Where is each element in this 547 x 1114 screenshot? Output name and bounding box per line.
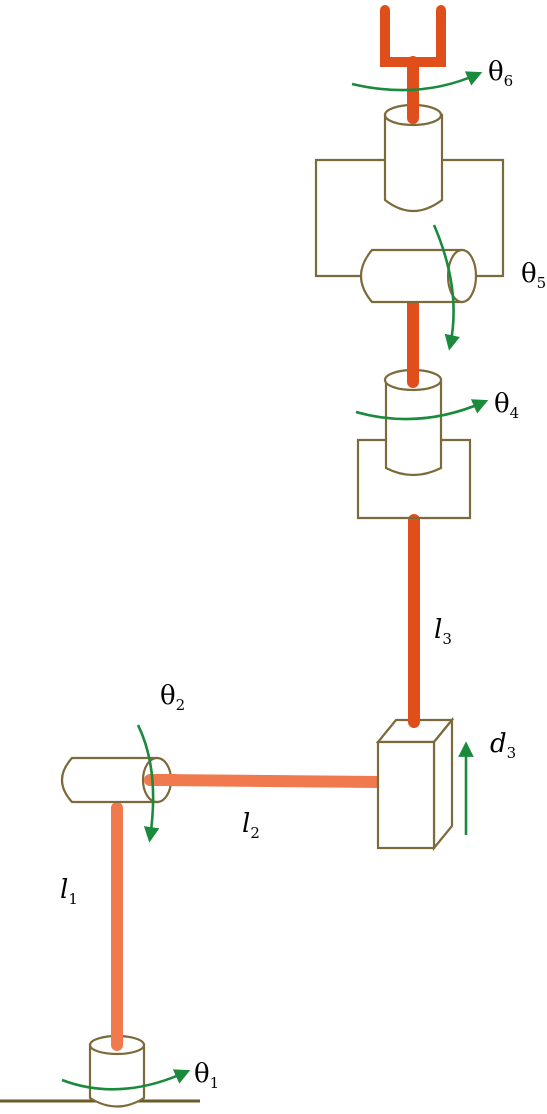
theta1-arrow (61, 1069, 191, 1091)
gripper (380, 5, 446, 67)
wrist-joint-6 (383, 56, 444, 212)
theta5-label: θ5 (521, 259, 546, 292)
theta2-arrow (136, 724, 160, 843)
l2-label: l2 (242, 809, 260, 842)
theta5-arrow (432, 224, 460, 351)
l1-label: l1 (60, 875, 78, 908)
d3-label: d3 (490, 729, 516, 762)
wrist-joint-5 (314, 158, 505, 304)
base-joint (88, 999, 146, 1108)
theta2-label: θ2 (160, 681, 185, 714)
theta4-arrow (355, 399, 489, 421)
theta4-label: θ4 (494, 389, 519, 422)
theta1-label: θ1 (194, 1059, 219, 1092)
wrist-joint-4 (356, 366, 472, 520)
theta6-label: θ6 (488, 57, 513, 90)
prismatic-joint-box (375, 716, 455, 852)
theta6-arrow (351, 71, 483, 92)
shoulder-joint (60, 756, 181, 804)
l3-label: l3 (434, 615, 452, 648)
link-l2 (152, 774, 386, 788)
